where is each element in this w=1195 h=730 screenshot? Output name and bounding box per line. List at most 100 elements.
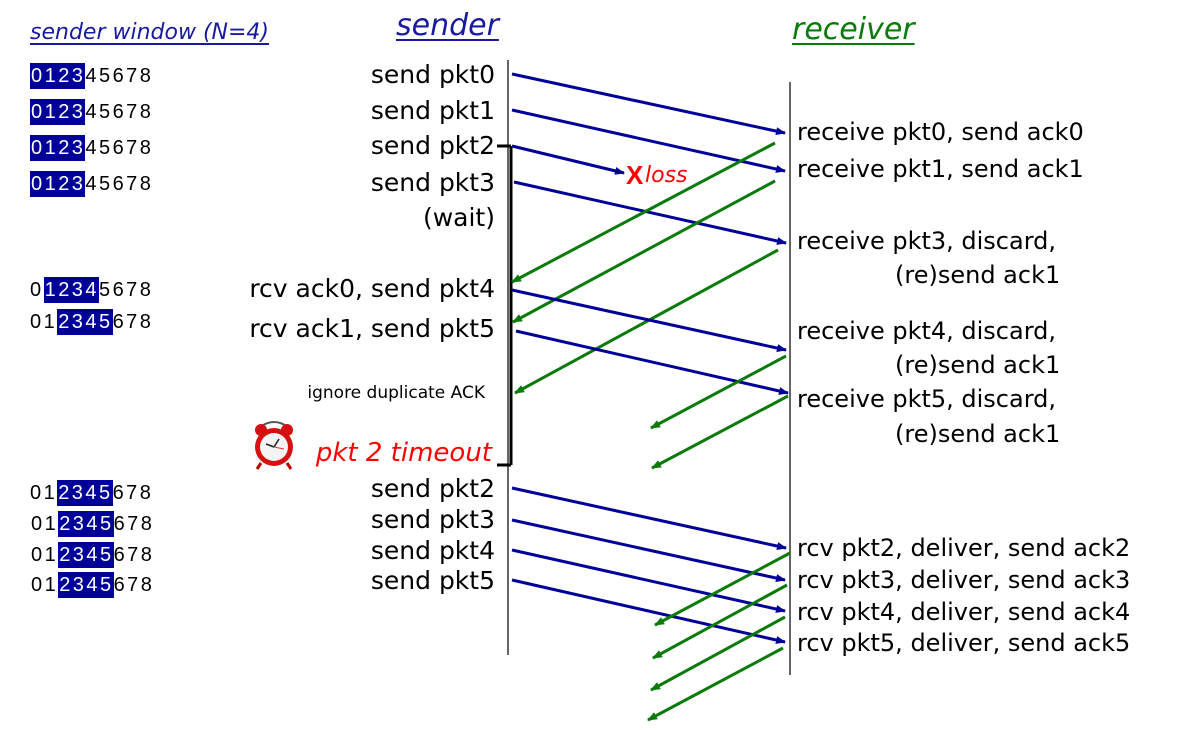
ack-arrow-ack0 — [511, 141, 776, 284]
packet-arrow-pkt5 — [515, 329, 789, 395]
ack-arrow-ack4 — [650, 615, 786, 692]
window-seq: 0 — [31, 513, 43, 535]
window-seq: 5 — [98, 101, 111, 123]
window-seq-in-window: 3 — [71, 480, 86, 506]
sender-event: rcv ack1, send pkt5 — [249, 314, 495, 343]
window-seq-in-window: 5 — [98, 480, 113, 506]
window-seq: 8 — [140, 544, 152, 566]
window-seq-in-window: 3 — [71, 277, 86, 303]
window-seq-in-window: 3 — [71, 135, 86, 161]
window-seq: 0 — [30, 279, 42, 301]
window-seq: 6 — [113, 513, 125, 535]
window-seq-in-window: 2 — [58, 135, 72, 161]
window-seq-in-window: 2 — [58, 99, 72, 125]
sender-event: rcv ack0, send pkt4 — [249, 274, 495, 303]
window-seq-in-window: 2 — [57, 480, 72, 506]
alarm-clock-icon — [255, 421, 293, 470]
sender-event: send pkt2 — [370, 131, 495, 160]
packet-arrow-pkt4-retx — [511, 548, 786, 613]
window-seq: 8 — [139, 65, 151, 87]
window-seq-in-window: 1 — [44, 135, 59, 161]
timeout-label: pkt 2 timeout — [315, 438, 492, 468]
window-seq-in-window: 5 — [99, 572, 114, 598]
packet-arrow-pkt5-retx — [511, 578, 786, 644]
packet-arrow-pkt4 — [511, 288, 787, 352]
window-seq: 5 — [98, 279, 111, 301]
receiver-event: receive pkt1, send ack1 — [797, 155, 1084, 183]
window-seq: 7 — [127, 574, 139, 596]
packet-arrow-pkt2-retx — [511, 486, 787, 550]
sender-event: send pkt3 — [370, 168, 495, 197]
window-seq-in-window: 3 — [71, 309, 86, 335]
window-seq-in-window: 3 — [71, 99, 86, 125]
sender-event: send pkt1 — [370, 96, 495, 125]
window-seq-in-window: 3 — [72, 542, 87, 568]
window-seq: 8 — [139, 173, 151, 195]
window-seq-in-window: 2 — [57, 309, 72, 335]
sender-window-title: sender window (N=4) — [30, 20, 269, 45]
window-seq: 7 — [126, 137, 138, 159]
sender-event: send pkt0 — [370, 60, 495, 89]
window-seq-in-window: 0 — [30, 171, 45, 197]
receiver-event: rcv pkt5, deliver, send ack5 — [797, 629, 1131, 657]
receiver-event: receive pkt3, discard, — [797, 227, 1057, 255]
window-seq-in-window: 1 — [43, 277, 59, 303]
window-seq: 0 — [31, 574, 43, 596]
window-seq: 1 — [43, 311, 55, 333]
window-seq: 1 — [44, 574, 56, 596]
receiver-event: rcv pkt2, deliver, send ack2 — [797, 534, 1131, 562]
window-seq-in-window: 2 — [58, 511, 73, 537]
window-seq: 7 — [126, 173, 138, 195]
window-seq: 8 — [139, 311, 151, 333]
window-seq: 8 — [139, 279, 151, 301]
receiver-event-line2: (re)send ack1 — [895, 420, 1061, 448]
sender-event: send pkt3 — [370, 505, 495, 534]
loss-label: loss — [645, 163, 688, 188]
window-seq-in-window: 4 — [85, 277, 99, 303]
window-seq: 0 — [30, 482, 42, 504]
window-seq: 5 — [98, 173, 111, 195]
window-seq: 7 — [126, 101, 138, 123]
window-seq: 5 — [98, 65, 111, 87]
receiver-event: receive pkt5, discard, — [797, 385, 1057, 413]
window-seq-in-window: 2 — [58, 542, 73, 568]
receiver-title: receiver — [792, 12, 915, 47]
window-seq: 8 — [139, 137, 151, 159]
sender-title: sender — [396, 8, 499, 43]
window-seq: 7 — [126, 482, 138, 504]
window-seq: 1 — [44, 544, 56, 566]
receiver-event-line2: (re)send ack1 — [895, 351, 1061, 379]
window-seq: 0 — [31, 544, 43, 566]
window-seq-in-window: 0 — [30, 99, 45, 125]
receiver-event-line2: (re)send ack1 — [895, 261, 1061, 289]
packet-arrow-pkt3-retx — [511, 518, 786, 582]
window-seq-in-window: 3 — [71, 171, 86, 197]
window-seq-in-window: 0 — [30, 63, 45, 89]
sender-event: send pkt5 — [370, 566, 495, 595]
receiver-event: rcv pkt3, deliver, send ack3 — [797, 566, 1131, 594]
window-seq: 6 — [112, 279, 124, 301]
ack-arrow-ack2 — [654, 551, 791, 627]
loss-marker: X — [626, 160, 644, 190]
window-seq: 8 — [139, 101, 151, 123]
window-seq-in-window: 1 — [44, 63, 59, 89]
window-seq: 4 — [85, 101, 97, 123]
window-seq-in-window: 2 — [58, 572, 73, 598]
window-seq: 4 — [85, 65, 97, 87]
window-seq-in-window: 1 — [44, 171, 59, 197]
window-seq-in-window: 4 — [86, 511, 100, 537]
sender-event: send pkt4 — [370, 536, 495, 565]
ack-arrow-ack1-dup — [651, 394, 789, 470]
timeout-bracket — [497, 144, 513, 467]
window-seq-in-window: 5 — [99, 542, 114, 568]
packet-arrow-pkt3 — [513, 180, 787, 245]
packet-arrow-pkt1 — [511, 108, 786, 173]
window-seq-in-window: 2 — [58, 171, 72, 197]
sender-event: send pkt2 — [370, 474, 495, 503]
ack-arrow-ack3 — [652, 583, 788, 660]
receiver-event: receive pkt4, discard, — [797, 317, 1057, 345]
window-seq: 7 — [126, 279, 138, 301]
